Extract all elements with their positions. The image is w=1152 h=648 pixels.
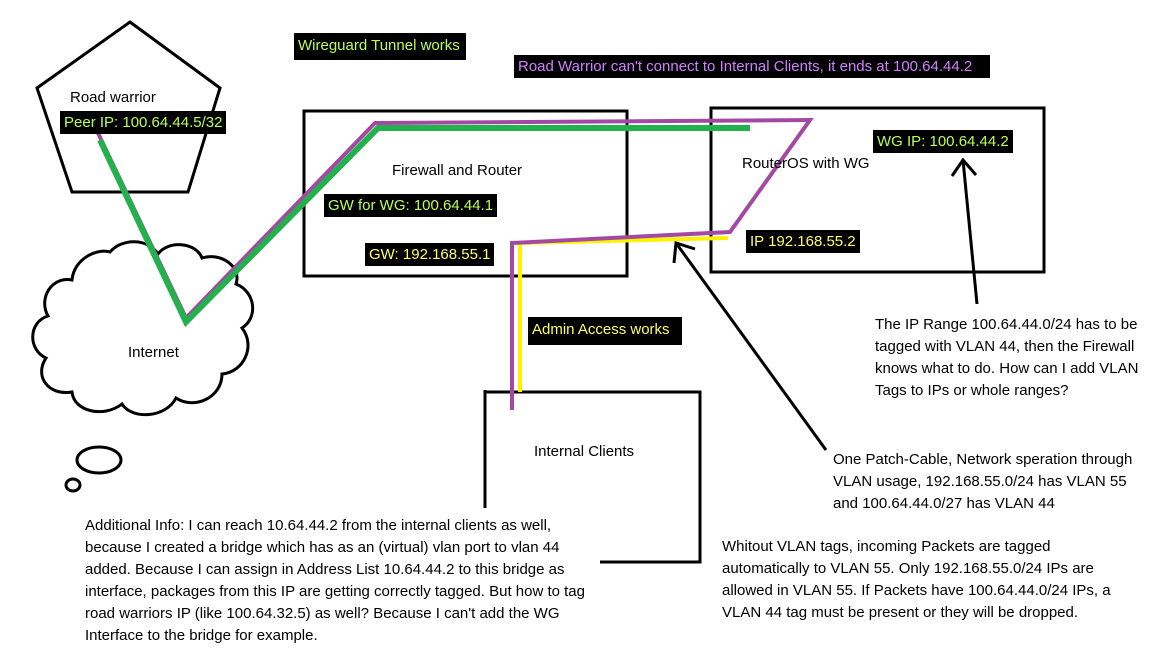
cloud-bubble-large [75,445,123,475]
routeros-box [709,106,1046,274]
road-warrior-shape [35,20,222,194]
without-tags-note: Whitout VLAN tags, incoming Packets are … [722,538,1111,621]
patch-cable-note: One Patch-Cable, Network speration throu… [833,451,1133,512]
routeros-ip-tag: IP 192.168.55.2 [746,230,860,253]
internal-clients-box [483,390,702,564]
wg-ip-tag: WG IP: 100.64.44.2 [873,130,1013,153]
ip-range-note: The IP Range 100.64.44.0/24 has to be ta… [875,316,1139,399]
internal-clients-label: Internal Clients [534,443,635,460]
firewall-label: Firewall and Router [392,162,523,179]
road-warrior-fail-status: Road Warrior can't connect to Internal C… [514,55,990,78]
admin-access-status: Admin Access works [528,317,682,345]
additional-info-note: Additional Info: I can reach 10.64.44.2 … [85,517,585,644]
gw-for-wg-tag: GW for WG: 100.64.44.1 [324,194,498,217]
arrow-to-vlan-port [672,241,828,451]
peer-ip-tag: Peer IP: 100.64.44.5/32 [60,111,227,134]
admin-access-path [518,236,729,392]
routeros-label: RouterOS with WG [742,155,870,172]
wireguard-tunnel-path [97,125,750,328]
road-warrior-label: Road warrior [70,89,156,106]
wireguard-tunnel-status: Wireguard Tunnel works [294,33,466,60]
internet-label: Internet [128,344,179,361]
arrow-to-wg-ip [950,157,979,305]
internet-cloud-shape [31,240,255,417]
gw-tag: GW: 192.168.55.1 [365,243,495,266]
cloud-bubble-small [64,477,82,493]
